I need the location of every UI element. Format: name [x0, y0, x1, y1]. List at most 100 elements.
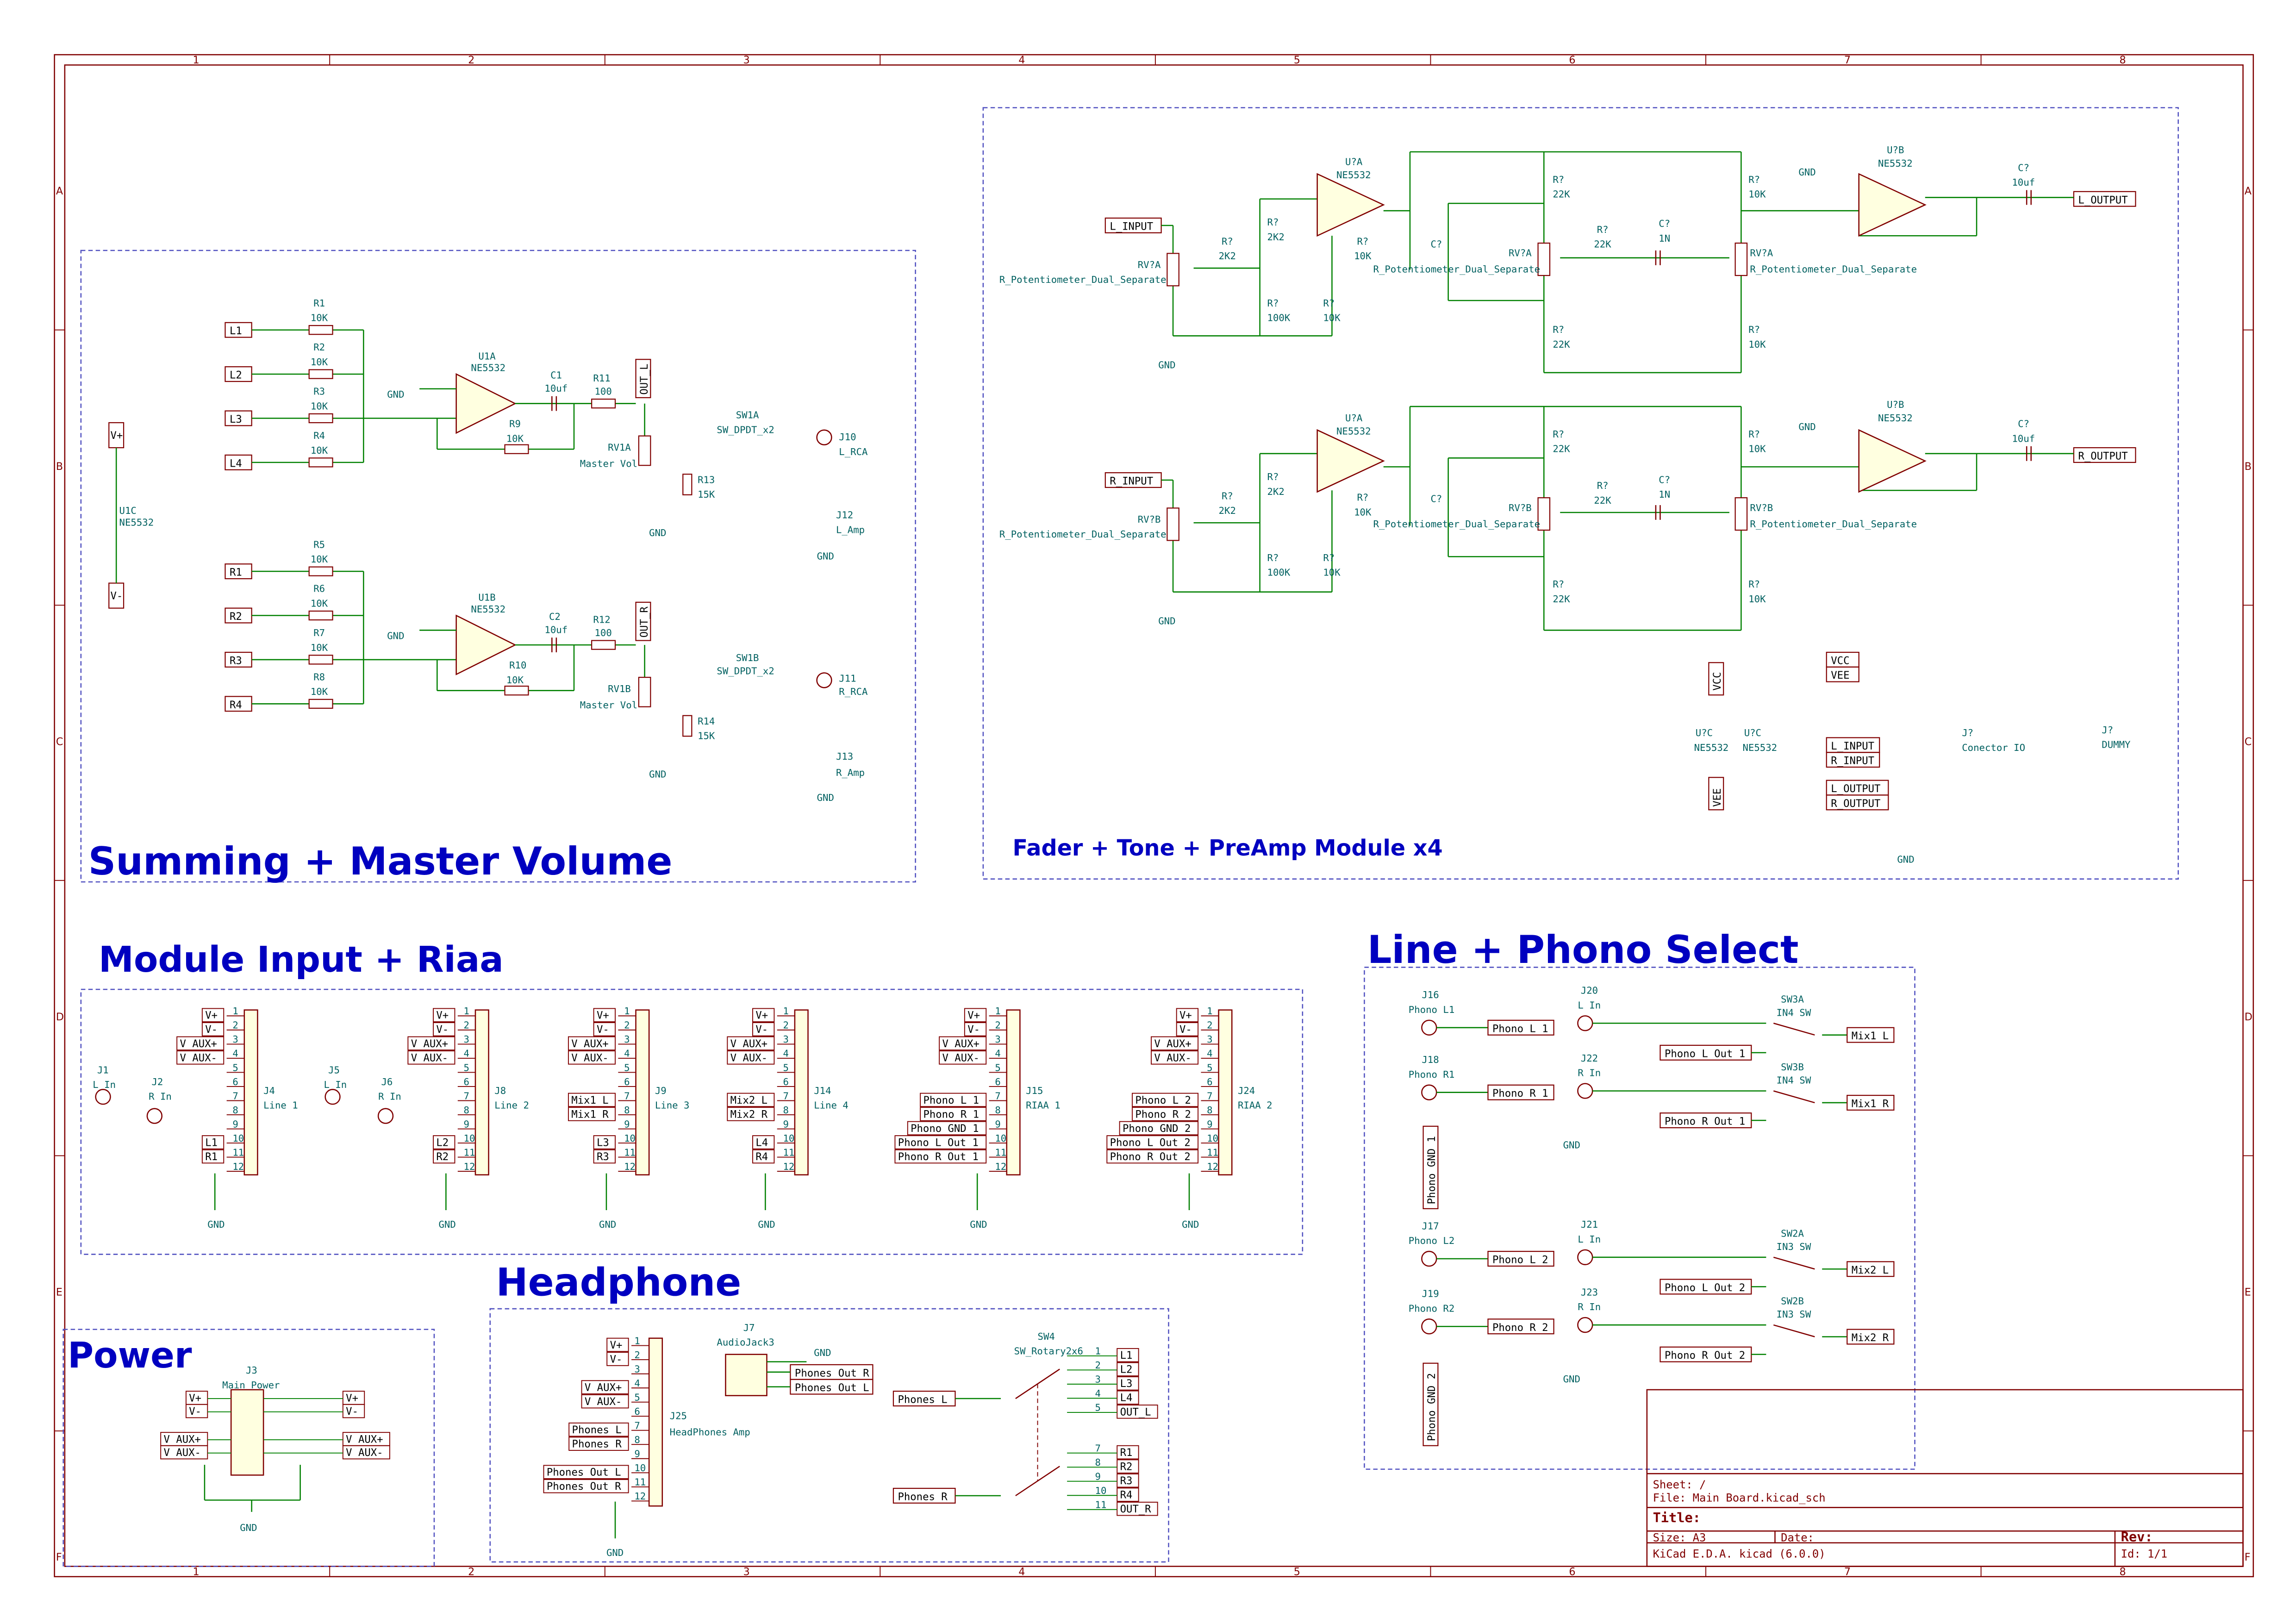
io-r-output: R_OUTPUT [1831, 798, 1880, 810]
r10-ref: R10 [509, 660, 526, 671]
conn-net-3-1: V- [755, 1024, 768, 1036]
frame-ticks [54, 55, 2253, 1577]
conn-gnd-3: GND [758, 1219, 775, 1230]
col-7-bottom: 7 [1844, 1566, 1851, 1578]
conn-pin-5-11: 12 [1207, 1161, 1218, 1172]
fader-r-input: R_INPUT [1110, 475, 1153, 487]
phones-out-l-net: Phones Out L [795, 1382, 869, 1394]
jack-j6 [377, 1108, 394, 1124]
conn-net-0-2: V AUX+ [180, 1038, 217, 1050]
ua-ref-r: U?A [1345, 412, 1363, 424]
hp-net-9: Phones Out L [547, 1467, 621, 1479]
col-8: 8 [2119, 54, 2126, 66]
col-3: 3 [743, 54, 750, 66]
pot-name-5: R_Potentiometer_Dual_Separate [1373, 518, 1540, 530]
conn-pin-3-5: 6 [783, 1076, 788, 1087]
conn-pin-0-10: 11 [232, 1147, 244, 1158]
conn-net-2-1: V- [597, 1024, 609, 1036]
line-jack-j22 [1577, 1083, 1593, 1099]
jack-j5-name: L In [324, 1079, 347, 1090]
fr-10k-ref-l: R? [1323, 298, 1335, 309]
pwr-right-3: V AUX- [346, 1447, 383, 1459]
conn-pin-5-6: 7 [1207, 1090, 1212, 1101]
j7-ref: J7 [743, 1322, 755, 1333]
phono-jack-ref-3: J19 [1422, 1288, 1439, 1299]
r3-val: 10K [311, 400, 328, 412]
j13-ref: J13 [836, 751, 853, 762]
conn-net-4-1: V- [967, 1024, 980, 1036]
phono-jack-j19 [1421, 1318, 1437, 1335]
conn-ref-4: J15 [1026, 1085, 1043, 1096]
connector-j9 [635, 1009, 650, 1176]
conn-pin-3-0: 1 [783, 1006, 788, 1017]
dummy-ref: J? [2102, 725, 2113, 736]
box-fader [982, 107, 2179, 880]
u1c-ref: U1C [119, 505, 137, 516]
conn-ref-1: J8 [494, 1085, 506, 1096]
fader-l-output: L_OUTPUT [2078, 194, 2128, 206]
frame-column-labels: 1 2 3 4 5 6 7 8 1 2 3 4 5 6 7 8 [193, 54, 2126, 1578]
line-jack-name-3: R In [1578, 1301, 1601, 1312]
conn-pin-5-5: 6 [1207, 1076, 1212, 1087]
r2-val: 10K [311, 356, 328, 368]
io-l-output: L_OUTPUT [1831, 783, 1880, 795]
fc-1n-ref-r: C? [1659, 474, 1670, 485]
col-3-bottom: 3 [743, 1566, 750, 1578]
hp-pin-10: 11 [634, 1477, 646, 1488]
u1b-val: NE5532 [471, 604, 505, 615]
hp-gnd: GND [606, 1547, 624, 1558]
sw4-name: SW_Rotary2x6 [1014, 1346, 1083, 1357]
u1a-gnd: GND [387, 389, 404, 400]
fader-opamp-ub-l [1858, 173, 1927, 237]
fgnd-ub-l: GND [1798, 167, 1816, 178]
conn-name-1: Line 2 [494, 1100, 529, 1111]
fr-10kfb-ref-r: R? [1357, 492, 1368, 503]
fr-22k-ref-a: R? [1553, 174, 1564, 185]
col-6-bottom: 6 [1569, 1566, 1575, 1578]
sw4-ref: SW4 [1038, 1331, 1055, 1342]
rot-l-pin-4: 5 [1095, 1402, 1101, 1413]
fgnd-ub-r: GND [1798, 421, 1816, 432]
r1-val: 10K [311, 312, 328, 324]
hp-pin-8: 9 [634, 1449, 640, 1460]
conn-pin-1-9: 10 [464, 1133, 475, 1144]
pwr-right-1: V- [346, 1405, 358, 1418]
switch-out-2: Mix2 L [1852, 1264, 1889, 1276]
rv1a-val: Master Vol [580, 458, 637, 469]
conn-pin-4-4: 5 [995, 1062, 1000, 1073]
conn-ref-3: J14 [814, 1085, 831, 1096]
r7-ref: R7 [313, 627, 325, 638]
conn-net-4-6: Phono L 1 [923, 1094, 979, 1106]
uc-val-2: NE5532 [1743, 742, 1778, 753]
conn-net-2-10: R3 [597, 1151, 609, 1163]
row-d-right: D [2245, 1011, 2252, 1023]
switch-ref-1: SW3B [1781, 1062, 1804, 1073]
r9-val: 10K [506, 433, 524, 444]
conn-pin-0-8: 9 [232, 1118, 238, 1130]
fr-10k-val-j: 10K [1748, 593, 1766, 605]
tb-size: Size: A3 [1653, 1531, 1706, 1544]
conn-pin-3-4: 5 [783, 1062, 788, 1073]
io-r-input: R_INPUT [1831, 755, 1874, 767]
conn-net-3-3: V AUX- [730, 1052, 767, 1064]
row-a: A [56, 185, 63, 197]
phono-gnd-2: Phono GND 2 [1426, 1373, 1438, 1441]
rv1b-val: Master Vol [580, 700, 637, 711]
fr-22k-ref-f: R? [1553, 429, 1564, 440]
row-c: C [56, 736, 63, 748]
fr-100k-val-r: 100K [1267, 567, 1291, 578]
r10-val: 10K [506, 675, 524, 686]
fr-2k2b-val-r: 2K2 [1267, 486, 1285, 497]
sw1a-val: SW_DPDT_x2 [717, 424, 774, 435]
phono-gnd-1: Phono GND 1 [1426, 1136, 1438, 1204]
fgnd-l: GND [1158, 359, 1175, 370]
conn-pin-3-7: 8 [783, 1105, 788, 1116]
hp-net-0: V+ [610, 1339, 623, 1351]
rot-r-pin-2: 9 [1095, 1471, 1101, 1482]
phono-net-2: Phono L 2 [1492, 1254, 1548, 1266]
switch-in-0: Phono L Out 1 [1665, 1048, 1745, 1060]
u1b-gnd: GND [387, 630, 404, 641]
io-vee: VEE [1831, 669, 1849, 681]
fr-22k-val-a: 22K [1553, 189, 1570, 200]
